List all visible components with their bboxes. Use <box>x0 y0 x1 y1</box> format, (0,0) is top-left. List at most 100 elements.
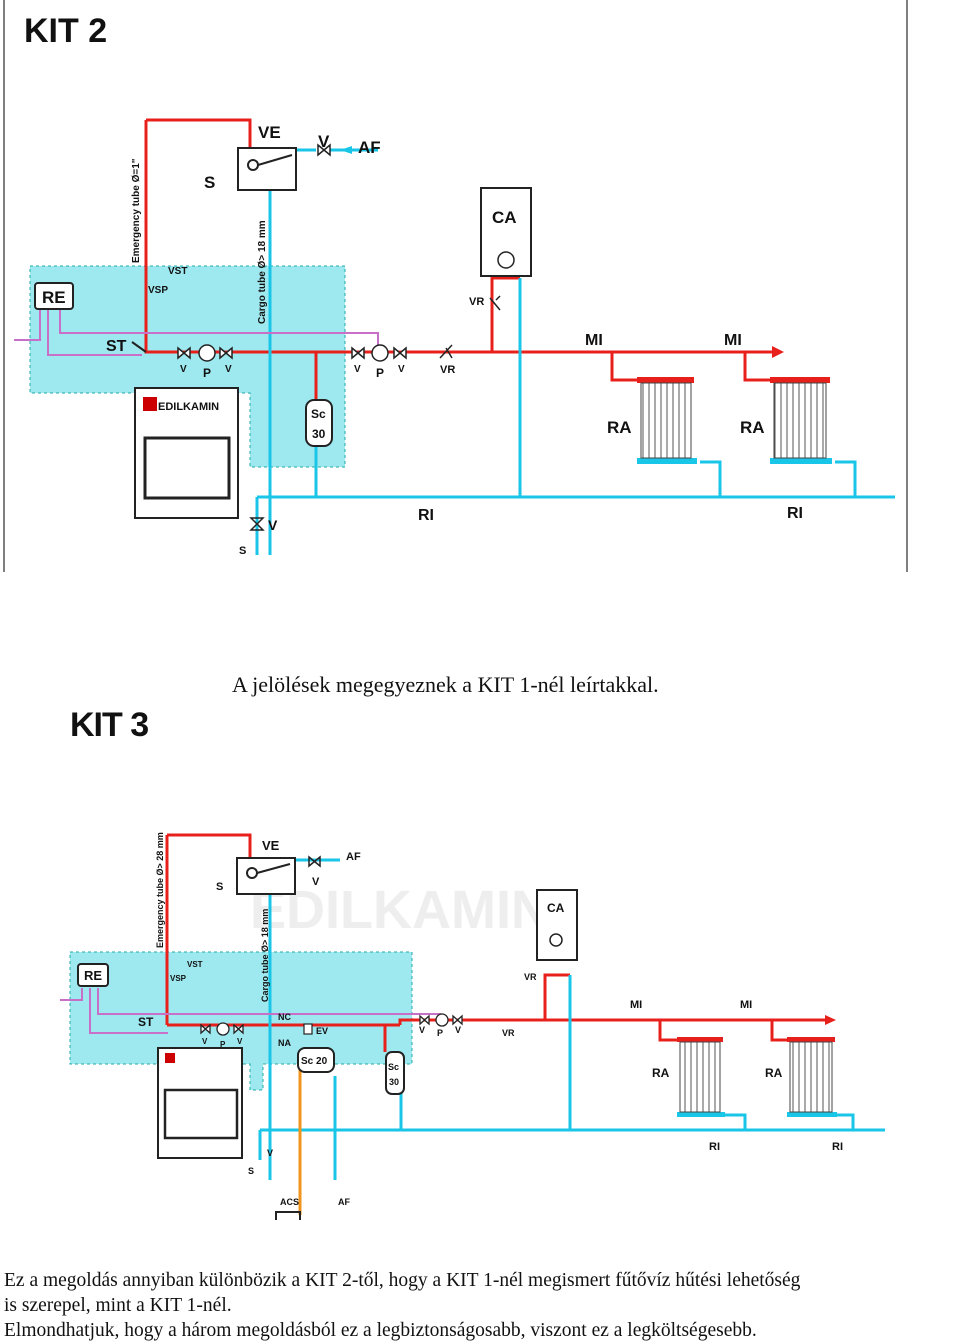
kit2-label-mi1: MI <box>585 332 603 349</box>
kit2-label-vr-line: VR <box>440 364 455 376</box>
kit2-label-ve: VE <box>258 123 281 142</box>
kit2-label-st: ST <box>106 338 127 355</box>
kit3-label-v2: V <box>237 1037 243 1046</box>
kit3-label-ri1: RI <box>709 1141 720 1153</box>
kit3-label-ca: CA <box>547 901 565 915</box>
kit2-vr-line-valve <box>439 344 453 359</box>
kit3-diagram: EDILKAMIN VE AF S <box>60 832 885 1220</box>
kit2-cold-pipes <box>255 148 895 555</box>
kit2-pump-group-2 <box>351 344 407 362</box>
kit3-sc20-tank <box>297 1047 335 1073</box>
kit3-cold-pipes <box>258 858 885 1180</box>
kit3-emergency-label: Emergency tube Ø> 28 mm <box>155 832 165 948</box>
kit2-emergency-label: Emergency tube Ø=1" <box>131 158 142 263</box>
caption-legend-note: A jelölések megegyeznek a KIT 1-nél leír… <box>232 672 659 697</box>
kit2-label-re: RE <box>42 288 66 307</box>
kit2-label-ra2: RA <box>740 418 765 437</box>
kit2-label-ra1: RA <box>607 418 632 437</box>
kit2-label-vst: VST <box>168 266 187 277</box>
kit2-label-ri2: RI <box>787 505 803 522</box>
kit2-valve-af <box>317 143 331 157</box>
kit2-label-sc: Sc <box>311 407 326 421</box>
kit3-label-mi1: MI <box>630 999 642 1011</box>
kit3-label-sc30a: Sc <box>388 1062 399 1072</box>
kit3-watermark: EDILKAMIN <box>250 880 550 940</box>
kit3-label-v4: V <box>455 1025 461 1035</box>
kit2-label-sc-num: 30 <box>312 427 326 441</box>
kit2-label-p2: P <box>376 366 384 380</box>
kit2-radiator-1 <box>637 377 697 464</box>
kit2-brand: EDILKAMIN <box>158 401 219 413</box>
kit3-label-v-top: V <box>312 876 320 888</box>
kit2-label-vr-ca: VR <box>469 296 484 308</box>
kit3-label-p2: P <box>437 1028 443 1038</box>
kit3-sc30-tank <box>385 1051 405 1095</box>
kit3-label-ra2: RA <box>765 1066 783 1080</box>
paragraph-line-3: Elmondhatjuk, hogy a három megoldásból e… <box>4 1320 757 1341</box>
kit2-label-ri1: RI <box>418 507 434 524</box>
kit2-label-v2: V <box>225 364 232 375</box>
kit2-drain-valve <box>249 517 265 531</box>
paragraph-line-1: Ez a megoldás annyiban különbözik a KIT … <box>4 1270 801 1291</box>
kit3-re-box <box>77 963 109 987</box>
paragraph-line-2: is szerepel, mint a KIT 1-nél. <box>4 1295 232 1316</box>
kit3-label-nc: NC <box>278 1012 291 1022</box>
kit3-label-st: ST <box>138 1015 154 1029</box>
kit2-label-ca: CA <box>492 208 517 227</box>
kit3-title: KIT 3 <box>70 706 149 744</box>
kit2-label-v-bottom: V <box>268 517 278 533</box>
kit2-control-lines <box>14 310 379 356</box>
kit2-label-s-top: S <box>204 173 215 192</box>
kit3-label-vst: VST <box>187 960 203 969</box>
kit3-valve-af <box>308 855 321 868</box>
kit2-sc-tank <box>305 399 333 447</box>
kit3-label-ri2: RI <box>832 1141 843 1153</box>
kit3-label-v-bottom: V <box>267 1148 273 1158</box>
kit3-ca-pump-icon <box>549 933 563 947</box>
kit3-pump-group-1 <box>200 1022 244 1036</box>
kit3-label-v3: V <box>419 1025 425 1035</box>
kit2-pump-group-1 <box>177 344 233 362</box>
kit3-ve-vessel <box>236 857 296 895</box>
kit3-label-s-top: S <box>216 881 223 893</box>
kit2-title: KIT 2 <box>24 12 107 50</box>
kit2-cargo-label: Cargo tube Ø> 18 mm <box>257 220 268 324</box>
kit2-radiator-2 <box>770 377 832 464</box>
kit2-stove <box>134 387 239 519</box>
kit2-label-v4: V <box>398 364 405 375</box>
kit2-ca-pump-icon <box>497 251 515 269</box>
kit3-label-ra1: RA <box>652 1066 670 1080</box>
kit3-label-re: RE <box>84 968 102 983</box>
kit3-ca-boiler <box>536 889 578 961</box>
kit2-sensor-st <box>131 341 147 353</box>
kit2-label-vsp: VSP <box>148 285 168 296</box>
kit3-tap-icon <box>275 1211 301 1220</box>
kit2-re-box <box>34 282 74 310</box>
kit3-stove <box>157 1047 243 1159</box>
kit3-label-s-bottom: S <box>248 1166 254 1176</box>
kit3-label-acs: ACS <box>280 1197 299 1207</box>
kit3-radiator-1 <box>677 1037 725 1117</box>
kit3-label-sc30b: 30 <box>389 1077 399 1087</box>
kit3-ev-valve <box>303 1023 313 1035</box>
kit2-label-v1: V <box>180 364 187 375</box>
kit3-label-vr-line: VR <box>502 1028 515 1038</box>
kit3-hot-pipes <box>165 833 825 1052</box>
kit2-boiler-zone <box>29 265 346 468</box>
kit3-label-p1: P <box>220 1040 226 1049</box>
kit2-label-v-top: V <box>318 132 330 151</box>
kit3-label-ve: VE <box>262 838 280 853</box>
kit3-cargo-label: Cargo tube Ø> 18 mm <box>260 909 270 1002</box>
kit2-label-mi2: MI <box>724 332 742 349</box>
kit3-label-af-top: AF <box>346 851 361 863</box>
kit2-label-v3: V <box>354 364 361 375</box>
kit3-radiator-2 <box>787 1037 837 1117</box>
kit2-label-s-bottom: S <box>239 545 246 557</box>
kit2-label-p1: P <box>203 366 211 380</box>
kit2-vr-ca-valve <box>489 295 501 311</box>
kit3-label-vsp: VSP <box>170 974 187 983</box>
kit2-diagram: KIT 2 VE V AF S Emergency <box>3 0 908 572</box>
kit3-label-vr-ca: VR <box>524 972 537 982</box>
kit3-label-na: NA <box>278 1038 291 1048</box>
kit3-label-v1: V <box>202 1037 208 1046</box>
